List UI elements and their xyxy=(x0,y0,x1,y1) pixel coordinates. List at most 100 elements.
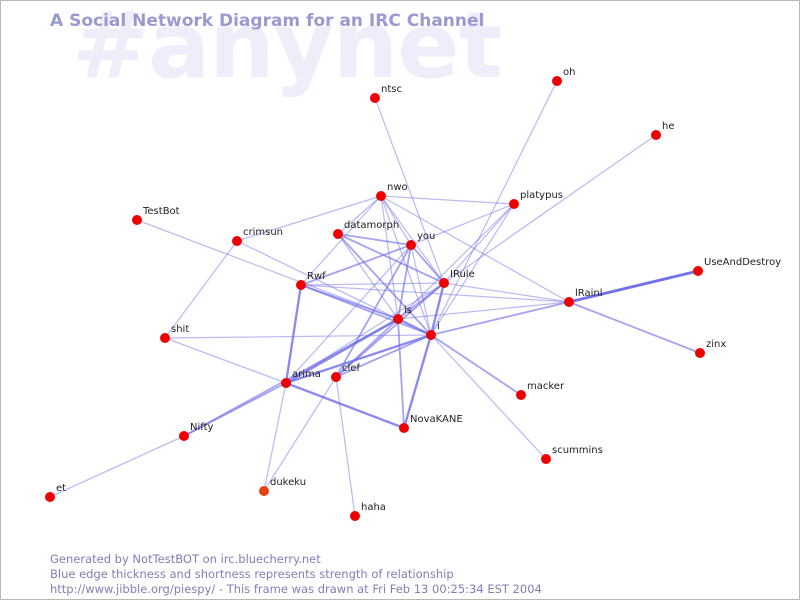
node-dot-macker[interactable] xyxy=(516,390,526,400)
node-UseAndDestroy[interactable]: UseAndDestroy xyxy=(693,257,781,276)
node-label-crimsun: crimsun xyxy=(243,227,283,238)
edge-oh-i xyxy=(430,80,558,336)
node-dot-is[interactable] xyxy=(393,314,403,324)
node-label-i: i xyxy=(437,321,440,332)
node-dot-IRainI[interactable] xyxy=(564,297,574,307)
node-label-arima: arima xyxy=(292,369,321,380)
edge-you-is xyxy=(397,244,412,320)
node-dot-haha[interactable] xyxy=(350,511,360,521)
node-dot-Rwf[interactable] xyxy=(296,280,306,290)
node-label-you: you xyxy=(417,231,435,242)
footer-legend-note: Blue edge thickness and shortness repres… xyxy=(50,567,454,581)
node-dot-scummins[interactable] xyxy=(541,454,551,464)
channel-watermark: #anynet xyxy=(72,0,503,99)
node-NovaKANE[interactable]: NovaKANE xyxy=(399,414,463,433)
node-dot-oh[interactable] xyxy=(552,76,562,86)
node-IRainI[interactable]: lRainl xyxy=(564,288,603,307)
node-dot-datamorph[interactable] xyxy=(333,229,343,239)
edge-platypus-you xyxy=(410,203,515,246)
edge-IRule-i xyxy=(429,281,446,337)
node-label-datamorph: datamorph xyxy=(344,220,399,231)
node-dot-platypus[interactable] xyxy=(509,199,519,209)
node-dot-NovaKANE[interactable] xyxy=(399,423,409,433)
node-clef[interactable]: clef xyxy=(331,363,360,382)
edge-datamorph-IRule xyxy=(337,233,445,284)
edge-you-IRule xyxy=(410,244,445,284)
node-haha[interactable]: haha xyxy=(350,502,386,521)
diagram-title: A Social Network Diagram for an IRC Chan… xyxy=(50,11,485,31)
node-you[interactable]: you xyxy=(406,231,435,250)
node-dot-crimsun[interactable] xyxy=(232,236,242,246)
node-dot-nwo[interactable] xyxy=(376,191,386,201)
node-arima[interactable]: arima xyxy=(281,369,321,388)
node-is[interactable]: is xyxy=(393,305,412,324)
edge-Rwf-IRule xyxy=(300,282,445,286)
node-label-shit: shit xyxy=(171,324,189,335)
node-dot-arima[interactable] xyxy=(281,378,291,388)
edge-Rwf-arima xyxy=(284,283,303,385)
node-scummins[interactable]: scummins xyxy=(541,445,603,464)
node-ntsc[interactable]: ntsc xyxy=(370,84,402,103)
edge-arima-dukeku xyxy=(263,382,287,492)
node-crimsun[interactable]: crimsun xyxy=(232,227,283,246)
edge-ntsc-IRule xyxy=(374,97,445,284)
node-label-TestBot: TestBot xyxy=(142,206,180,217)
node-dot-et[interactable] xyxy=(45,492,55,502)
edge-Rwf-IRainI xyxy=(300,284,570,303)
edge-is-NovaKANE xyxy=(397,318,405,429)
node-i[interactable]: i xyxy=(426,321,440,340)
node-label-IRule: IRule xyxy=(450,269,475,280)
footer-source-link[interactable]: http://www.jibble.org/piespy/ - This fra… xyxy=(50,582,542,596)
node-shit[interactable]: shit xyxy=(160,324,189,343)
edge-you-arima xyxy=(285,244,412,384)
node-dot-IRule[interactable] xyxy=(439,278,449,288)
edge-Nifty-et xyxy=(49,435,185,498)
node-nwo[interactable]: nwo xyxy=(376,182,408,201)
node-dot-TestBot[interactable] xyxy=(132,215,142,225)
node-platypus[interactable]: platypus xyxy=(509,190,563,209)
node-dot-Nifty[interactable] xyxy=(179,431,189,441)
node-label-et: et xyxy=(56,483,66,494)
node-dot-i[interactable] xyxy=(426,330,436,340)
node-label-he: he xyxy=(662,121,675,132)
node-Rwf[interactable]: Rwf xyxy=(296,271,326,290)
node-label-ntsc: ntsc xyxy=(381,84,402,95)
node-IRule[interactable]: IRule xyxy=(439,269,475,288)
edges-layer xyxy=(49,80,701,517)
edge-Rwf-i xyxy=(300,284,432,336)
node-he[interactable]: he xyxy=(651,121,675,140)
node-zinx[interactable]: zinx xyxy=(695,339,726,358)
node-TestBot[interactable]: TestBot xyxy=(132,206,180,225)
node-label-is: is xyxy=(404,305,412,316)
edge-i-arima xyxy=(284,333,433,385)
node-label-NovaKANE: NovaKANE xyxy=(410,414,463,425)
node-dot-shit[interactable] xyxy=(160,333,170,343)
edge-crimsun-is xyxy=(236,240,399,320)
edge-arima-Nifty xyxy=(183,382,287,437)
node-Nifty[interactable]: Nifty xyxy=(179,422,214,441)
node-dot-dukeku[interactable] xyxy=(259,486,269,496)
edge-clef-dukeku xyxy=(263,376,337,492)
node-label-clef: clef xyxy=(342,363,360,374)
edge-IRule-IRainI xyxy=(443,282,570,303)
node-label-scummins: scummins xyxy=(552,445,603,456)
node-dot-clef[interactable] xyxy=(331,372,341,382)
node-dot-zinx[interactable] xyxy=(695,348,705,358)
node-dot-ntsc[interactable] xyxy=(370,93,380,103)
node-label-nwo: nwo xyxy=(387,182,408,193)
edge-IRainI-i xyxy=(430,301,570,336)
edge-i-clef xyxy=(335,334,432,378)
edge-IRainI-UseAndDestroy xyxy=(567,269,700,304)
node-dot-you[interactable] xyxy=(406,240,416,250)
node-datamorph[interactable]: datamorph xyxy=(333,220,399,239)
node-dot-he[interactable] xyxy=(651,130,661,140)
node-oh[interactable]: oh xyxy=(552,67,575,86)
edge-crimsun-shit xyxy=(164,240,238,339)
node-dot-UseAndDestroy[interactable] xyxy=(693,266,703,276)
node-et[interactable]: et xyxy=(45,483,66,502)
node-macker[interactable]: macker xyxy=(516,381,565,400)
node-dukeku[interactable]: dukeku xyxy=(259,477,306,496)
node-label-dukeku: dukeku xyxy=(270,477,306,488)
node-label-IRainI: lRainl xyxy=(575,288,603,299)
